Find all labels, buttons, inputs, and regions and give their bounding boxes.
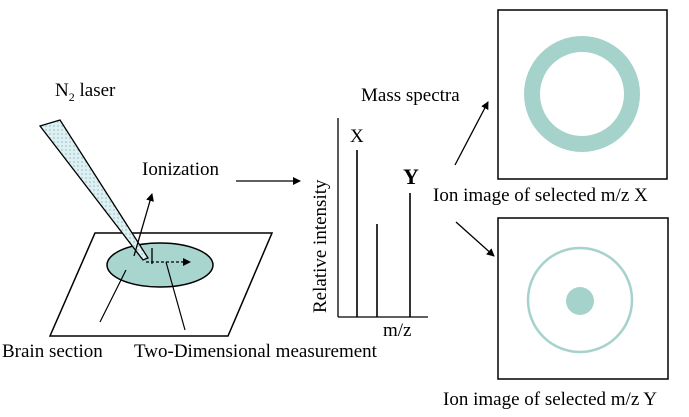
mz-axis-label: m/z	[383, 320, 412, 341]
to-image-x-arrow	[454, 101, 489, 166]
peak-x-label: X	[350, 126, 364, 147]
ionization-label: Ionization	[142, 159, 220, 180]
ion-image-y-spot	[566, 287, 594, 315]
ion-image-x-ring	[524, 36, 640, 152]
measurement-leader	[165, 261, 186, 331]
two-dimensional-measurement-label: Two-Dimensional measurement	[134, 341, 377, 362]
brain-section-ellipse	[106, 242, 214, 288]
brain-section-label: Brain section	[2, 341, 103, 362]
laser-beam	[38, 119, 149, 261]
ion-image-x-label: Ion image of selected m/z X	[433, 185, 648, 206]
mass-spectra-label: Mass spectra	[361, 85, 460, 106]
brain-section-leader	[99, 269, 127, 323]
to-image-y-arrow	[455, 221, 495, 257]
ion-image-y-outline	[526, 246, 634, 354]
peak-y-label: Y	[403, 164, 419, 189]
ionization-arrow	[133, 193, 154, 257]
ion-image-x-frame	[497, 9, 668, 180]
laser-label: N2 laser	[55, 80, 116, 104]
relative-intensity-label: Relative intensity	[310, 179, 331, 313]
ion-image-y-label: Ion image of selected m/z Y	[443, 389, 658, 410]
